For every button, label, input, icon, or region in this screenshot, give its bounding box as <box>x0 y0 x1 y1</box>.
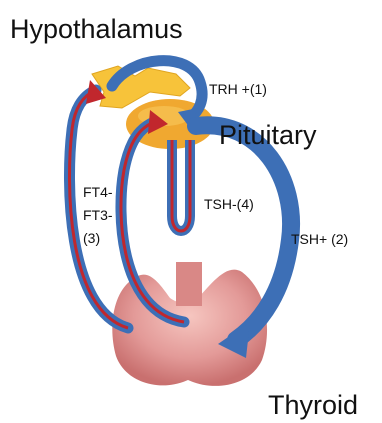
hypothalamus-label: Hypothalamus <box>10 14 183 45</box>
ft3-label: FT3- <box>83 207 113 223</box>
tsh-plus-label: TSH+ (2) <box>291 231 348 247</box>
ft-number-label: (3) <box>83 230 100 246</box>
trh-label: TRH +(1) <box>209 81 267 97</box>
pituitary-label: Pituitary <box>219 120 317 151</box>
tsh-minus-loop <box>172 140 190 231</box>
ft4-label: FT4- <box>83 184 113 200</box>
tsh-minus-label: TSH-(4) <box>204 196 254 212</box>
thyroid-label: Thyroid <box>268 390 358 421</box>
